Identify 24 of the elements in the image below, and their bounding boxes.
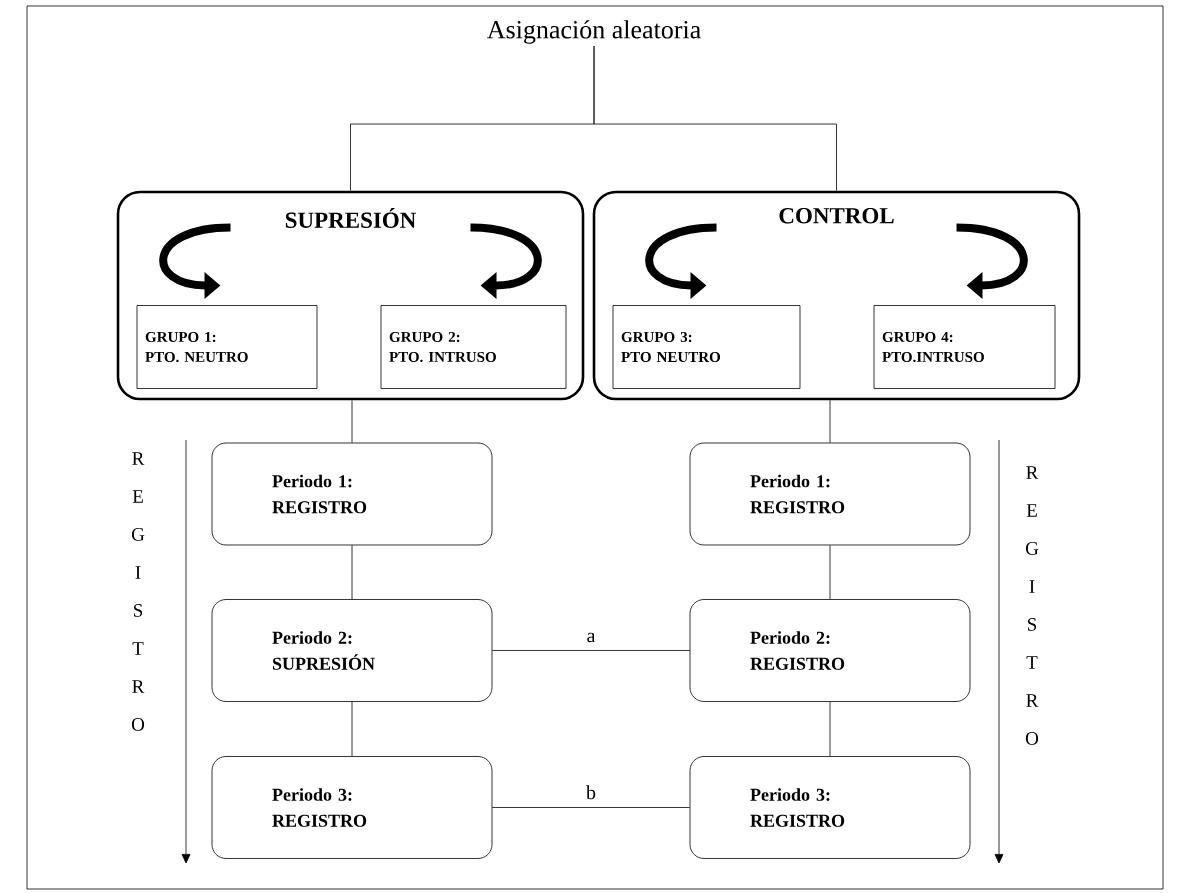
connector-line [829, 399, 831, 443]
group-box: GRUPO 3: PTO NEUTRO [612, 305, 801, 389]
period-box: Periodo 2: SUPRESIÓN [211, 599, 493, 702]
connector-line [492, 650, 690, 651]
edge-label: a [584, 630, 598, 645]
vertical-label: REGISTRO [131, 452, 145, 731]
period-box: Periodo 1: REGISTRO [689, 442, 971, 546]
connector-line [351, 545, 353, 600]
connector-line [829, 701, 831, 757]
connector-line [351, 399, 353, 443]
group-box: GRUPO 1: PTO. NEUTRO [136, 305, 318, 389]
connector-line [593, 45, 837, 192]
heading-text: Asignación aleatoria [487, 20, 701, 44]
group-box: GRUPO 4: PTO.INTRUSO [873, 305, 1056, 389]
connector-line [351, 701, 353, 757]
vertical-label: REGISTRO [1025, 466, 1039, 745]
period-box: Periodo 2: REGISTRO [689, 599, 971, 702]
connector-line [492, 807, 690, 808]
connector-line [829, 545, 831, 600]
period-box: Periodo 3: REGISTRO [211, 756, 493, 859]
period-box: Periodo 3: REGISTRO [689, 756, 971, 859]
group-box: GRUPO 2: PTO. INTRUSO [380, 305, 567, 389]
edge-label: b [584, 783, 598, 802]
period-box: Periodo 1: REGISTRO [211, 442, 493, 546]
